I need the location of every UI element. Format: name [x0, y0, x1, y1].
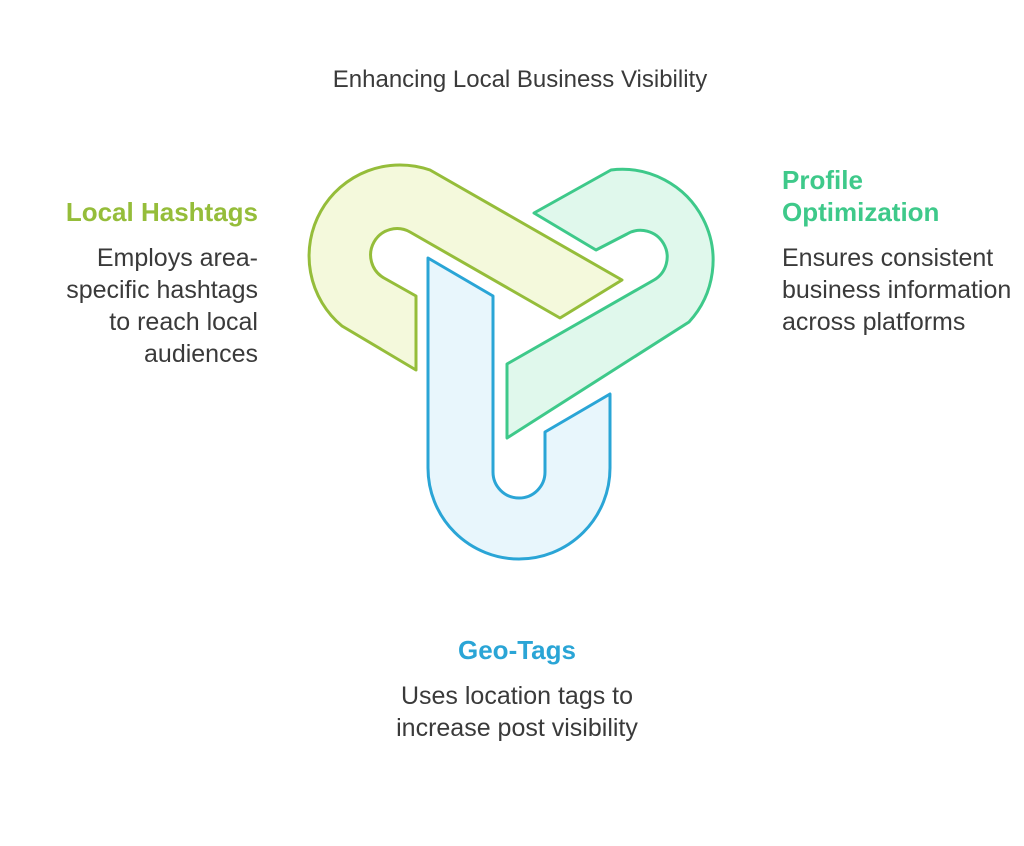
profile-optimization-block: Profile Optimization Ensures consistent … — [782, 164, 1012, 338]
profile-optimization-description: Ensures consistent business information … — [782, 244, 1012, 336]
geo-tags-description: Uses location tags to increase post visi… — [396, 682, 638, 742]
geo-tags-block: Geo-Tags Uses location tags to increase … — [392, 634, 642, 744]
profile-optimization-loop — [505, 167, 715, 440]
geo-tags-loop — [426, 256, 612, 561]
local-hashtags-heading: Local Hashtags — [65, 197, 258, 227]
diagram-title: Enhancing Local Business Visibility — [332, 66, 708, 93]
local-hashtags-description: Employs area-specific hashtags to reach … — [66, 244, 258, 368]
profile-optimization-heading: Profile Optimization — [782, 165, 940, 227]
geo-tags-heading: Geo-Tags — [458, 635, 576, 665]
local-hashtags-loop — [307, 163, 624, 372]
local-hashtags-block: Local Hashtags Employs area-specific has… — [40, 196, 258, 370]
